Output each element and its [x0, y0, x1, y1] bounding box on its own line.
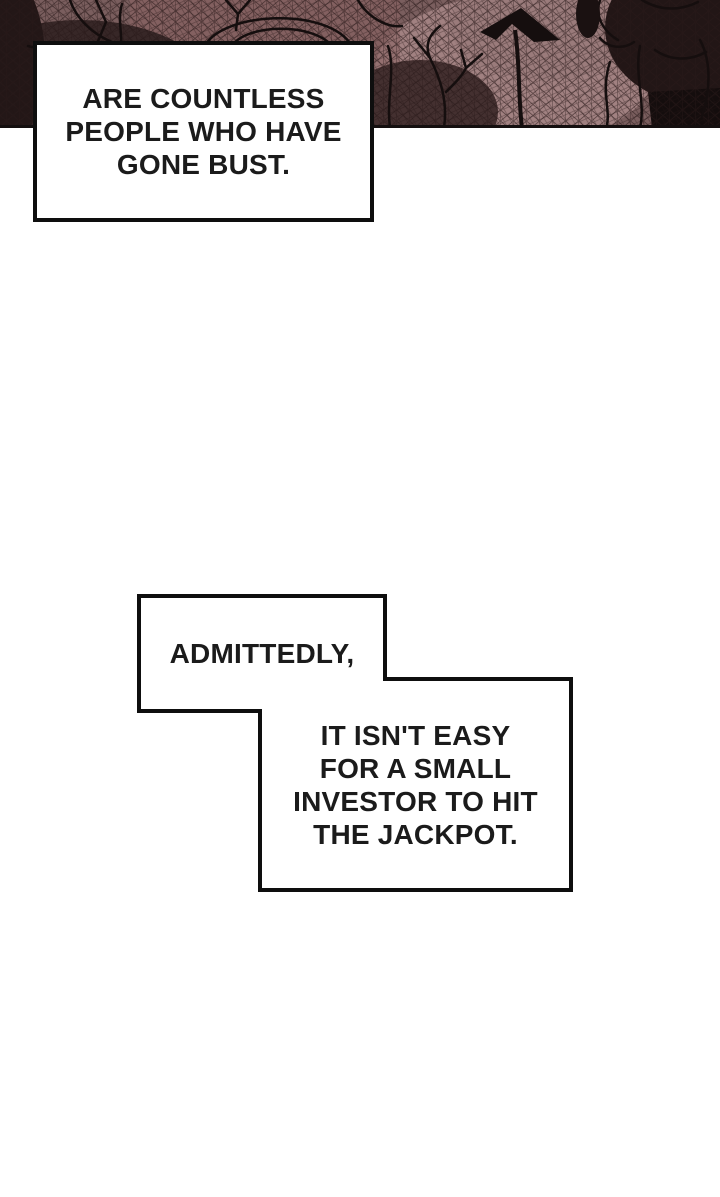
speech-text-jackpot: IT ISN'T EASY FOR A SMALL INVESTOR TO HI… — [293, 719, 538, 851]
speech-line: FOR A SMALL — [319, 752, 512, 784]
speech-text-admittedly: ADMITTEDLY, — [170, 637, 355, 670]
speech-line: IT ISN'T EASY — [320, 719, 511, 751]
speech-line: THE JACKPOT. — [313, 818, 518, 850]
speech-line: PEOPLE WHO HAVE — [65, 116, 342, 147]
speech-bubble-jackpot: IT ISN'T EASY FOR A SMALL INVESTOR TO HI… — [262, 681, 569, 888]
speech-bubble-admittedly: ADMITTEDLY, — [141, 598, 383, 709]
speech-line: ADMITTEDLY, — [169, 638, 355, 669]
speech-text-gone-bust: ARE COUNTLESS PEOPLE WHO HAVE GONE BUST. — [65, 82, 341, 181]
joined-bubble-shape — [137, 594, 573, 892]
speech-line: ARE COUNTLESS — [82, 83, 325, 114]
speech-line: INVESTOR TO HIT — [293, 785, 538, 817]
speech-line: GONE BUST. — [116, 149, 291, 180]
speech-bubble-gone-bust: ARE COUNTLESS PEOPLE WHO HAVE GONE BUST. — [33, 41, 374, 222]
